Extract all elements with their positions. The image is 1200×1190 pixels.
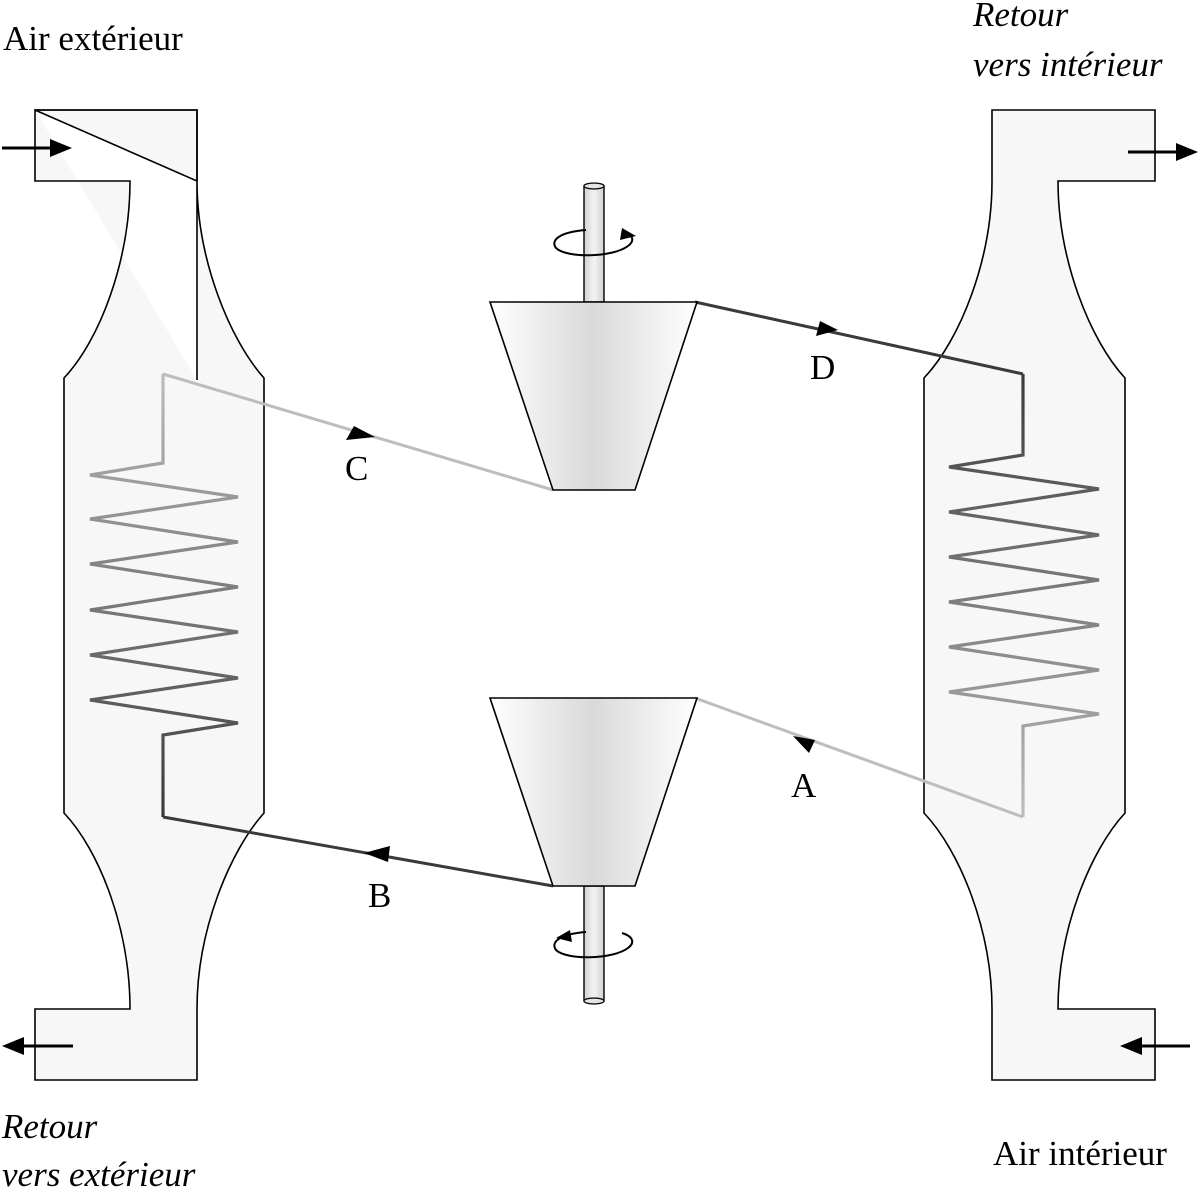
bottom-shaft <box>583 885 605 1002</box>
line-B <box>162 815 554 888</box>
point-label-C: C <box>345 449 368 488</box>
label-retour-top-2: vers intérieur <box>973 45 1163 84</box>
bottom-turbine <box>488 697 699 887</box>
air-in-left-arrow-icon <box>2 139 72 157</box>
label-air-interieur: Air intérieur <box>993 1134 1167 1173</box>
right-duct <box>923 109 1156 1081</box>
point-label-D: D <box>810 348 835 387</box>
label-retour-top-1: Retour <box>972 0 1069 34</box>
label-retour-bottom-1: Retour <box>1 1107 98 1146</box>
air-in-right-arrow-icon <box>1120 1037 1190 1055</box>
bottom-rotation-icon <box>553 930 634 959</box>
air-out-right-arrow-icon <box>1128 143 1198 161</box>
arrow-D <box>816 321 838 336</box>
top-shaft <box>583 185 605 303</box>
label-air-exterieur: Air extérieur <box>3 19 183 58</box>
label-retour-bottom-2: vers extérieur <box>2 1155 196 1190</box>
air-out-left-arrow-icon <box>2 1037 73 1055</box>
point-label-B: B <box>368 876 391 915</box>
arrow-C <box>346 426 375 440</box>
top-compressor <box>488 301 699 491</box>
arrow-A <box>793 736 815 753</box>
left-duct <box>34 108 265 1081</box>
line-D <box>694 300 1024 376</box>
top-rotation-icon <box>553 228 636 257</box>
arrow-B <box>364 846 390 862</box>
left-coil <box>89 374 239 817</box>
point-label-A: A <box>791 766 817 805</box>
line-A <box>694 696 1024 819</box>
right-coil <box>948 374 1100 817</box>
